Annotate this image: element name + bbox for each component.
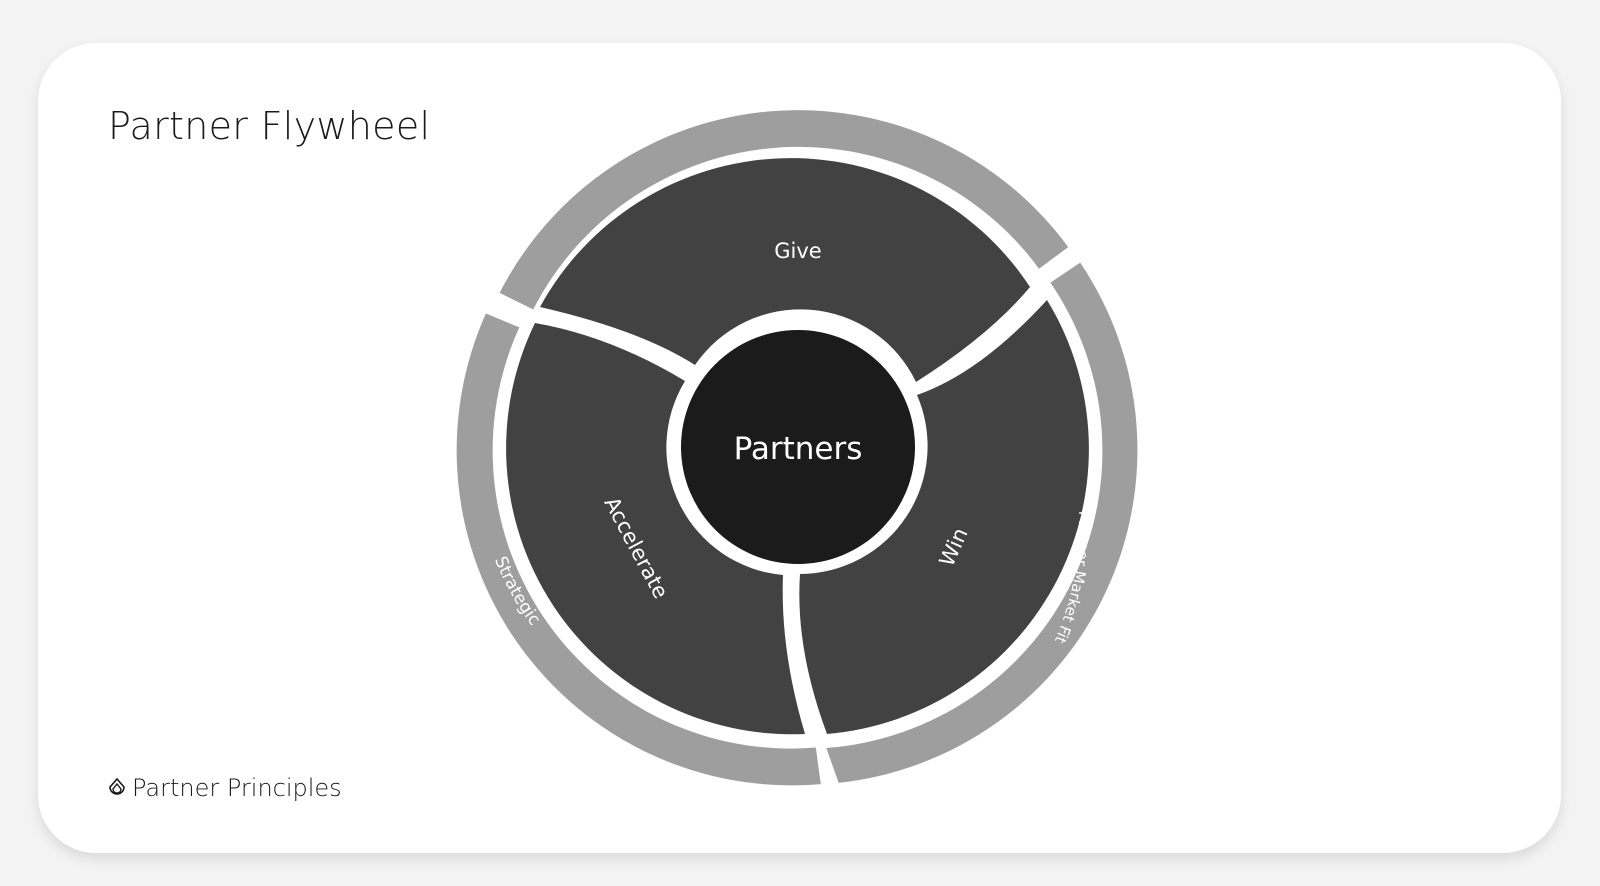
outer-ring-segment-partner-market-fit (826, 262, 1138, 783)
brand-logo: Partner Principles (108, 774, 342, 802)
brand-name: Partner Principles (132, 774, 342, 802)
outer-ring-label-prospect: Prospect (759, 72, 835, 94)
segment-win (799, 300, 1089, 734)
outer-ring-segment-prospect (499, 110, 1069, 310)
center-hub (681, 330, 915, 564)
center-label: Partners (734, 431, 863, 467)
page-title: Partner Flywheel (108, 104, 431, 148)
segment-give (540, 158, 1030, 382)
layers-drop-icon (109, 778, 125, 795)
outer-ring-segment-strategic (456, 313, 821, 786)
segment-label-give: Give (774, 239, 821, 263)
segment-accelerate (506, 323, 805, 735)
